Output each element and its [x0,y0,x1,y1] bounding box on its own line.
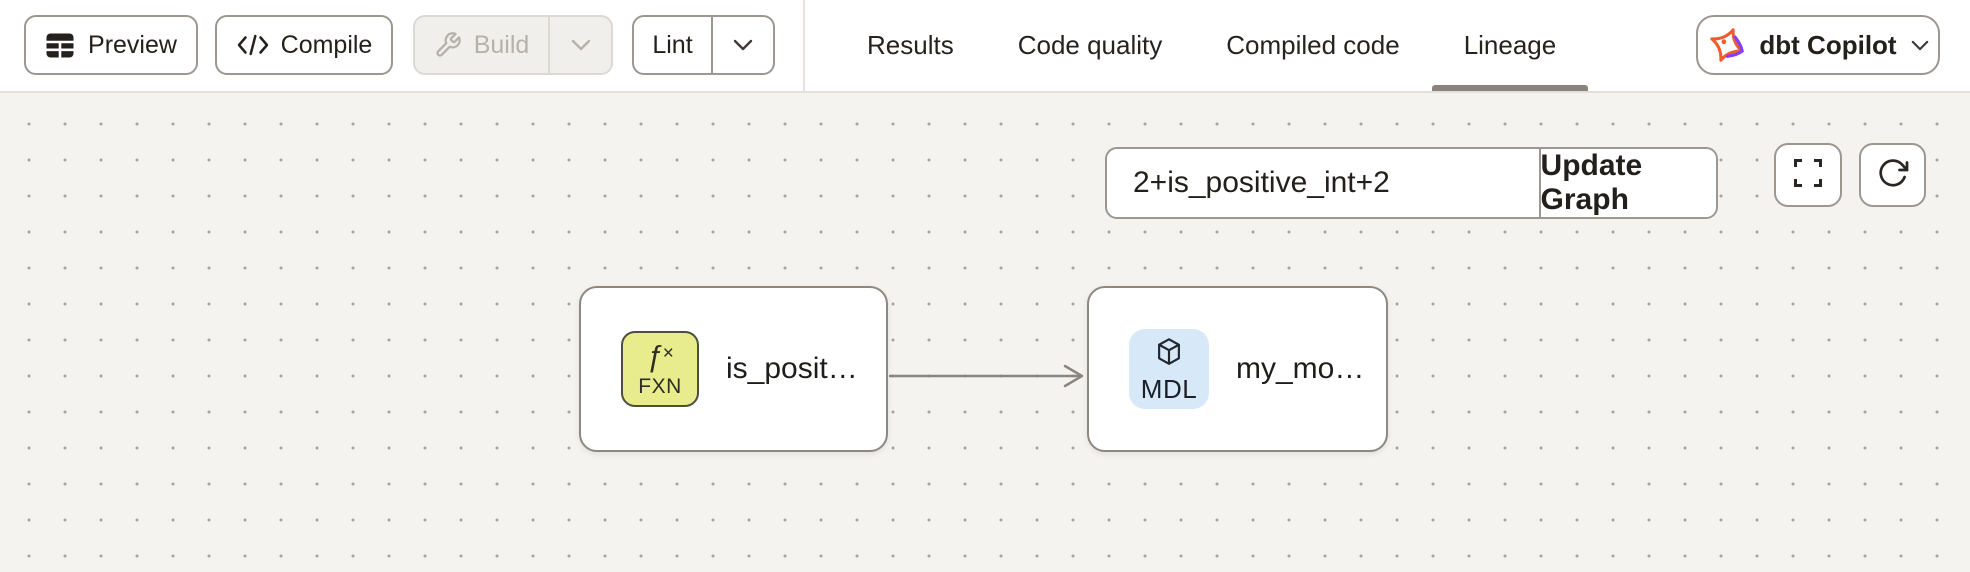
tab-compiled-code[interactable]: Compiled code [1194,0,1431,91]
chevron-down-icon [571,39,591,51]
refresh-icon [1876,156,1910,195]
lineage-canvas[interactable]: Update Graph [0,93,1970,572]
lint-dropdown-toggle[interactable] [713,17,773,73]
tab-code-quality[interactable]: Code quality [986,0,1195,91]
node-label: my_mo… [1236,352,1365,385]
tab-results[interactable]: Results [835,0,986,91]
build-split-button: Build [413,15,613,75]
fullscreen-button[interactable] [1774,143,1842,207]
build-button-label: Build [473,30,530,59]
refresh-graph-button[interactable] [1859,143,1926,207]
fullscreen-icon [1791,156,1825,195]
result-tabs: Results Code quality Compiled code Linea… [835,0,1589,91]
dbt-copilot-logo-icon [1707,25,1747,65]
dbt-copilot-label: dbt Copilot [1759,29,1897,60]
model-badge-label: MDL [1140,374,1198,404]
lint-button-label: Lint [652,30,693,59]
active-tab-indicator [1431,85,1589,91]
tab-results-label: Results [867,30,954,60]
function-badge-label: FXN [638,374,682,398]
toolbar: Preview Compile Build [0,0,1970,93]
wrench-icon [434,31,462,59]
node-label: is_posit… [726,352,858,385]
chevron-down-icon [733,39,753,51]
function-badge: ƒ× FXN [621,331,699,407]
lineage-node-model[interactable]: MDL my_mo… [1087,286,1388,452]
lint-button-divider [711,17,713,73]
dbt-copilot-button[interactable]: dbt Copilot [1696,15,1940,75]
table-icon [45,32,75,59]
selector-divider [1539,149,1541,217]
build-button-divider [548,17,550,73]
toolbar-divider [803,0,805,91]
model-badge: MDL [1129,329,1209,409]
tab-lineage[interactable]: Lineage [1431,0,1589,91]
chevron-down-icon [1911,40,1929,51]
cube-icon [1152,336,1186,373]
update-graph-button[interactable]: Update Graph [1540,149,1716,217]
compile-button[interactable]: Compile [215,15,393,75]
build-button[interactable]: Build [415,17,548,73]
tab-compiled-code-label: Compiled code [1226,30,1400,60]
lineage-node-function[interactable]: ƒ× FXN is_posit… [579,286,888,452]
compile-button-label: Compile [280,30,373,59]
build-dropdown-toggle[interactable] [550,17,611,73]
code-icon [236,33,270,57]
tab-lineage-label: Lineage [1463,30,1557,60]
fx-icon: ƒ× [646,339,674,373]
preview-button-label: Preview [88,30,177,59]
lint-button[interactable]: Lint [634,17,711,73]
lineage-selector-input[interactable] [1107,149,1539,217]
lint-split-button: Lint [632,15,775,75]
lineage-selector-group: Update Graph [1105,147,1718,219]
preview-button[interactable]: Preview [24,15,198,75]
tab-code-quality-label: Code quality [1017,30,1163,60]
